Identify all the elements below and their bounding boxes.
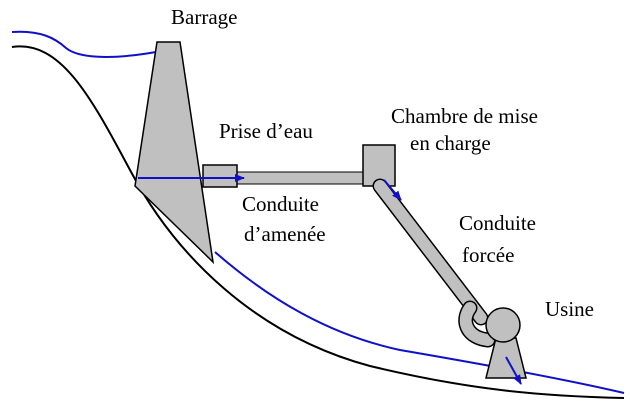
valley-ground-line: [11, 45, 625, 399]
penstock-pipe-fill: [374, 180, 487, 324]
label-headrace-line1: Conduite: [242, 192, 319, 216]
label-penstock-line2: forcée: [462, 243, 514, 267]
turbine: [485, 307, 521, 343]
reservoir-water-surface: [11, 30, 157, 58]
label-plant: Usine: [545, 297, 594, 321]
label-headrace-line2: d’amenée: [244, 222, 326, 246]
headrace-tunnel: [235, 171, 367, 185]
water-intake-block: [202, 164, 238, 188]
penstock-bend-fill: [459, 302, 494, 346]
river-water-line: [214, 251, 625, 394]
label-surge-chamber-line1: Chambre de mise: [391, 104, 538, 128]
label-surge-chamber-line2: en charge: [410, 131, 491, 155]
label-dam: Barrage: [171, 5, 237, 29]
label-water-intake: Prise d’eau: [219, 119, 313, 143]
dam-body: [134, 41, 215, 265]
flow-arrow-penstock: [383, 179, 402, 201]
flow-arrow-outlet: [505, 356, 522, 385]
label-penstock-line1: Conduite: [459, 211, 536, 235]
